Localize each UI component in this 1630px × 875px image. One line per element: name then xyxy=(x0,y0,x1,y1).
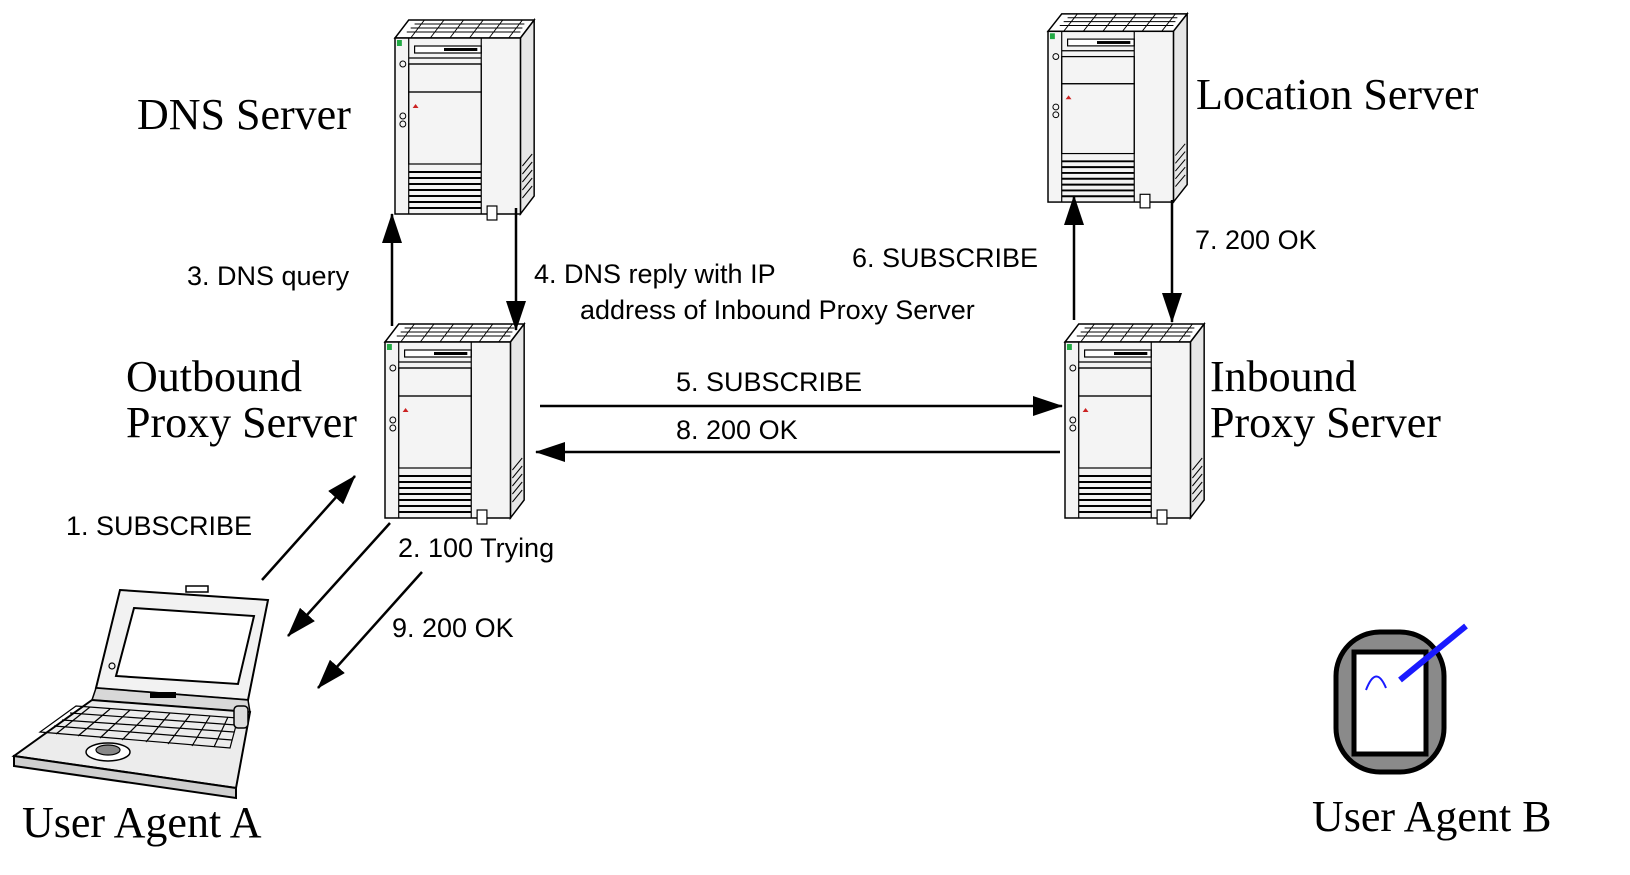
dns-server-label: DNS Server xyxy=(137,90,351,139)
outbound-proxy-label-line1: Outbound xyxy=(126,352,302,401)
location-server-label: Location Server xyxy=(1196,70,1479,119)
message-4-label-line1: 4. DNS reply with IP xyxy=(534,259,776,289)
message-8-label: 8. 200 OK xyxy=(676,415,798,445)
location-server-icon xyxy=(1047,12,1189,209)
arrow-1-subscribe xyxy=(261,475,356,581)
inbound-proxy-label-line1: Inbound xyxy=(1210,352,1357,401)
user-agent-b-label: User Agent B xyxy=(1312,792,1552,841)
outbound-proxy-server-icon xyxy=(384,323,526,525)
message-6-label: 6. SUBSCRIBE xyxy=(852,243,1039,273)
message-9-label: 9. 200 OK xyxy=(392,613,514,643)
inbound-proxy-server-icon xyxy=(1064,323,1206,525)
message-5-label: 5. SUBSCRIBE xyxy=(676,367,863,397)
laptop-icon xyxy=(11,585,270,800)
message-3-label: 3. DNS query xyxy=(187,261,350,291)
user-agent-a-label: User Agent A xyxy=(22,798,262,847)
dns-server-icon xyxy=(394,19,536,221)
outbound-proxy-label-line2: Proxy Server xyxy=(126,398,357,447)
message-4-label-line2: address of Inbound Proxy Server xyxy=(580,295,975,325)
pda-icon xyxy=(1333,623,1468,775)
arrow-2-trying xyxy=(287,522,391,637)
message-1-label: 1. SUBSCRIBE xyxy=(66,511,253,541)
message-7-label: 7. 200 OK xyxy=(1195,225,1317,255)
message-2-label: 2. 100 Trying xyxy=(398,533,555,563)
arrow-9-ok xyxy=(317,571,423,689)
inbound-proxy-label-line2: Proxy Server xyxy=(1210,398,1441,447)
